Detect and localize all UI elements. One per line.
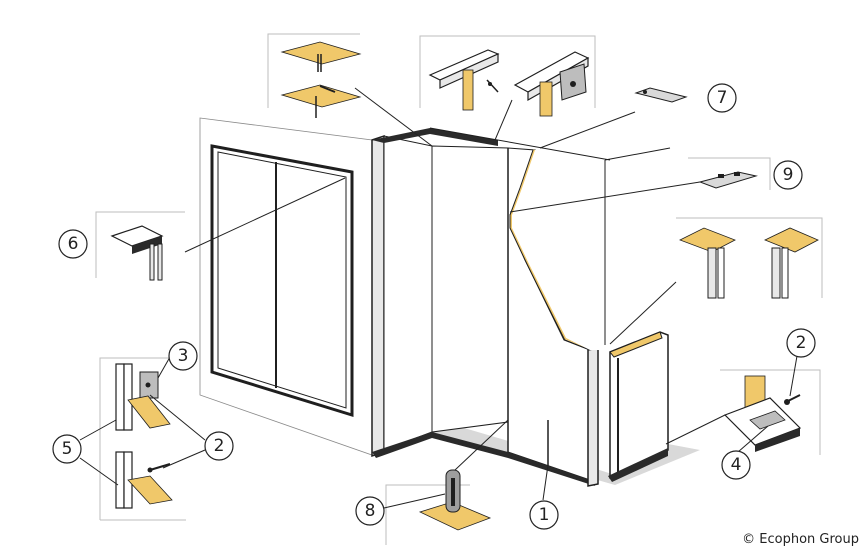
callout-6: 6	[58, 229, 88, 259]
inset-ceiling-rail	[419, 35, 596, 117]
inset-wall-connection	[99, 357, 186, 521]
partition-corner	[371, 127, 611, 487]
svg-text:9: 9	[783, 165, 794, 185]
right-wall	[512, 147, 671, 350]
callout-4: 4	[721, 450, 751, 480]
inset-top-connection	[267, 33, 362, 118]
callout-2-right: 2	[786, 328, 816, 358]
svg-text:6: 6	[68, 234, 79, 254]
leader-lines	[79, 87, 798, 509]
svg-text:2: 2	[796, 333, 807, 353]
inset-window-corner-6	[95, 211, 185, 281]
callout-5: 5	[52, 434, 82, 464]
callout-3: 3	[168, 341, 198, 371]
svg-text:5: 5	[62, 439, 73, 459]
callout-8: 8	[355, 496, 385, 526]
svg-text:3: 3	[178, 346, 189, 366]
inset-floor-rail-4	[720, 369, 821, 455]
end-partition	[608, 331, 669, 482]
callout-2-left: 2	[204, 431, 234, 461]
svg-text:8: 8	[365, 501, 376, 521]
callout-7: 7	[707, 83, 737, 113]
callout-9: 9	[773, 160, 803, 190]
svg-text:1: 1	[539, 505, 550, 525]
inset-clip-7	[634, 87, 688, 103]
callout-1: 1	[529, 500, 559, 530]
svg-text:7: 7	[717, 88, 728, 108]
copyright-credit: © Ecophon Group	[742, 532, 859, 547]
window-frame	[210, 144, 354, 418]
svg-text:2: 2	[214, 436, 225, 456]
inset-floor-piece-8	[385, 469, 492, 545]
floor-shadow	[205, 380, 700, 485]
inset-post-connection	[676, 217, 823, 299]
inset-connector-9	[688, 157, 771, 190]
svg-text:4: 4	[731, 455, 742, 475]
